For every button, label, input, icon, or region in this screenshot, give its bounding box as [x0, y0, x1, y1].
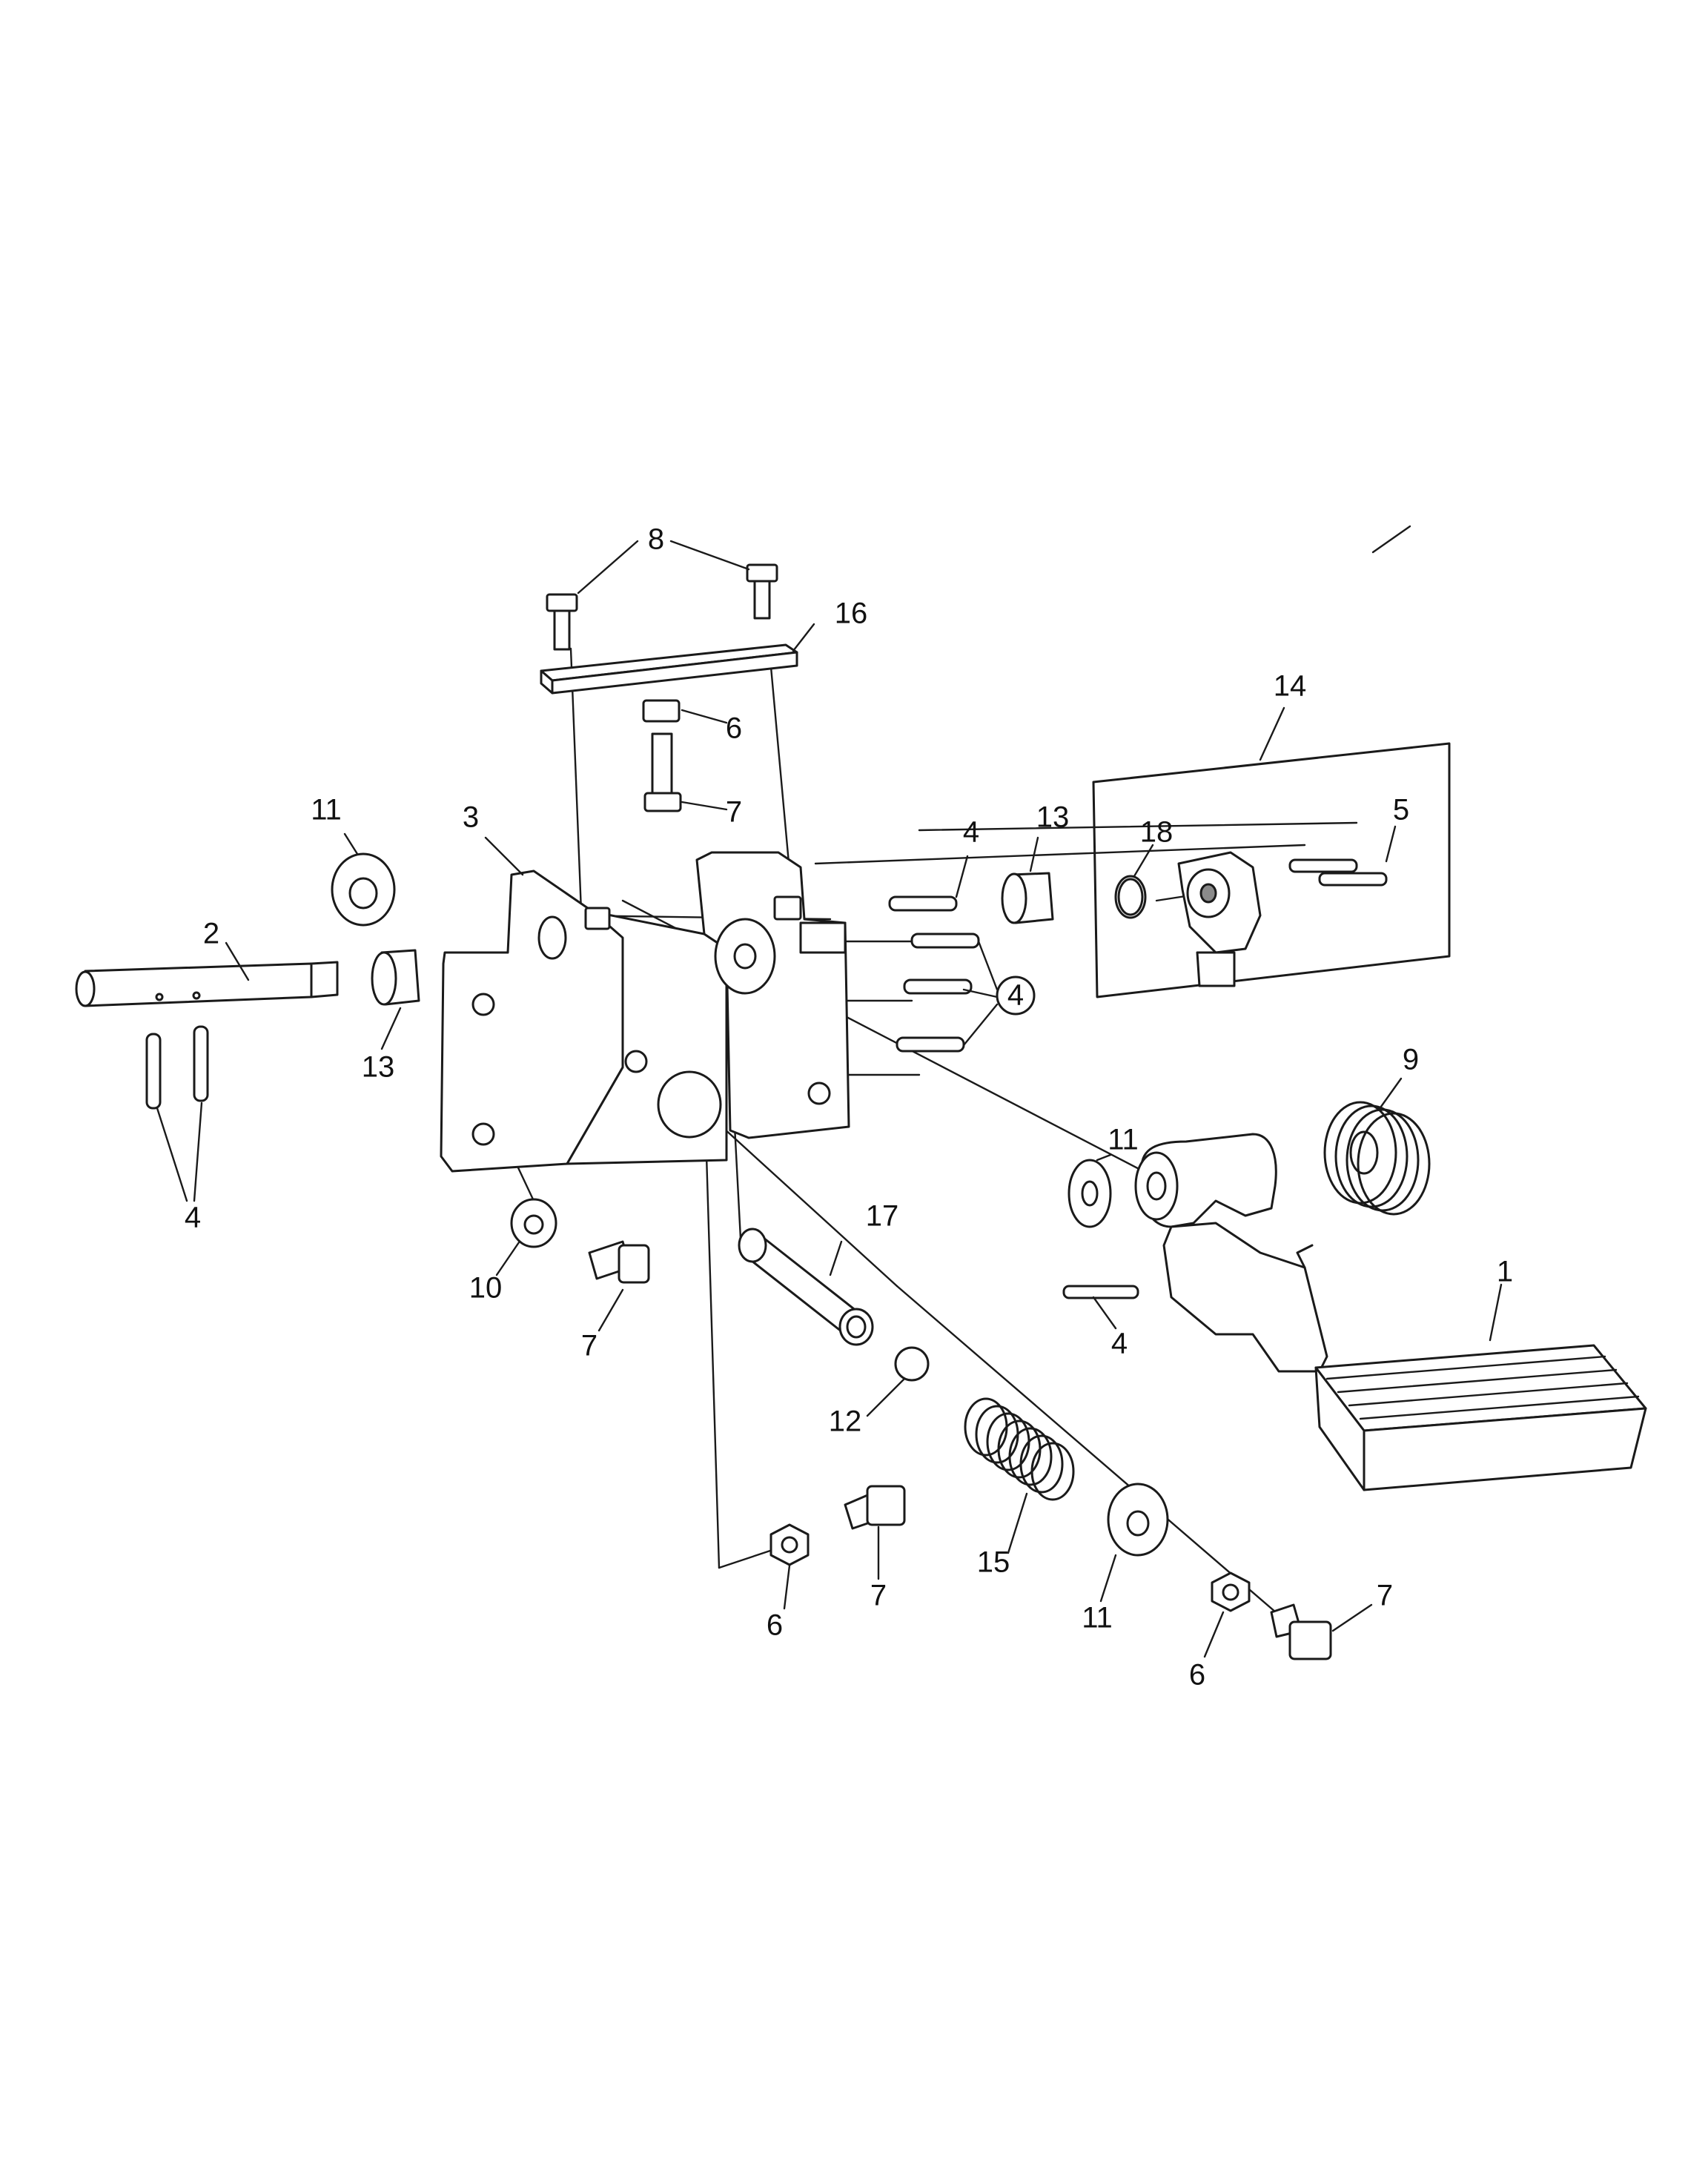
o-ring	[1117, 878, 1144, 916]
callout-13-left: 13	[362, 1051, 395, 1084]
washer-lower-right	[1107, 1483, 1169, 1557]
callout-16: 16	[835, 597, 868, 630]
callout-4-pedal: 4	[1111, 1328, 1128, 1360]
top-bolt-right	[746, 563, 778, 620]
callout-10: 10	[469, 1272, 503, 1305]
callout-4-circled: 4	[1007, 979, 1024, 1012]
sensor-kit-box	[1092, 742, 1451, 998]
callout-15: 15	[977, 1546, 1010, 1579]
sensor-body	[1177, 851, 1262, 987]
bracket-right-plate	[695, 851, 850, 1139]
callout-13-right: 13	[1036, 801, 1070, 834]
callout-14: 14	[1274, 670, 1307, 703]
callout-7-right: 7	[1377, 1580, 1393, 1612]
callout-4-top: 4	[963, 816, 979, 849]
nut-lower-right	[1211, 1571, 1251, 1612]
callout-18: 18	[1140, 816, 1174, 849]
callout-11-top-left: 11	[311, 794, 342, 827]
bushing-right	[1001, 872, 1054, 924]
main-bracket	[440, 869, 728, 1173]
callout-7-middle: 7	[870, 1580, 887, 1612]
callout-9: 9	[1403, 1044, 1419, 1076]
callout-labels: 1 2 3 4 4 4 4 5 6 6 6 7 7 7 7 8 9 10 11 …	[185, 523, 1513, 1692]
callout-11-lower: 11	[1082, 1602, 1113, 1634]
callout-1: 1	[1497, 1256, 1513, 1288]
pedal-pad	[1314, 1344, 1647, 1491]
callout-4-circle	[996, 975, 1036, 1016]
leader-lines	[156, 525, 1503, 1658]
nut-and-bolt-under-bar	[642, 699, 682, 812]
compression-spring	[964, 1397, 1075, 1501]
bushing-left	[371, 949, 420, 1006]
washer-middle-right	[1068, 1159, 1112, 1228]
bolt-lower-middle	[844, 1485, 906, 1530]
torsion-spring	[1323, 1101, 1431, 1216]
callout-7-top: 7	[726, 796, 742, 829]
pedal-assembly	[1062, 1133, 1647, 1491]
top-bolt-left	[546, 593, 578, 651]
bolt-lower-right	[1270, 1603, 1332, 1660]
callout-2: 2	[203, 918, 219, 950]
callout-5: 5	[1393, 794, 1409, 827]
pivot-sleeve	[738, 1228, 874, 1346]
top-bar-part	[540, 643, 798, 695]
callout-11-middle: 11	[1108, 1124, 1139, 1156]
callout-4-left: 4	[185, 1202, 201, 1234]
callout-7-left: 7	[581, 1330, 598, 1362]
bolt-lower-left	[588, 1240, 650, 1284]
pedal-shaft	[75, 961, 339, 1007]
shaft-pins	[145, 1025, 209, 1110]
callout-12: 12	[829, 1405, 862, 1438]
callout-6-top: 6	[726, 712, 742, 745]
callout-6-middle: 6	[767, 1609, 783, 1642]
nut-lower-middle	[769, 1523, 810, 1566]
callout-3: 3	[463, 801, 479, 834]
callout-6-right: 6	[1189, 1659, 1205, 1692]
retaining-ring	[894, 1346, 930, 1382]
washer-lower	[510, 1198, 557, 1248]
washer-top-left	[331, 852, 396, 927]
callout-17: 17	[866, 1200, 899, 1233]
callout-8: 8	[648, 523, 664, 556]
bracket-pins	[888, 895, 980, 1053]
